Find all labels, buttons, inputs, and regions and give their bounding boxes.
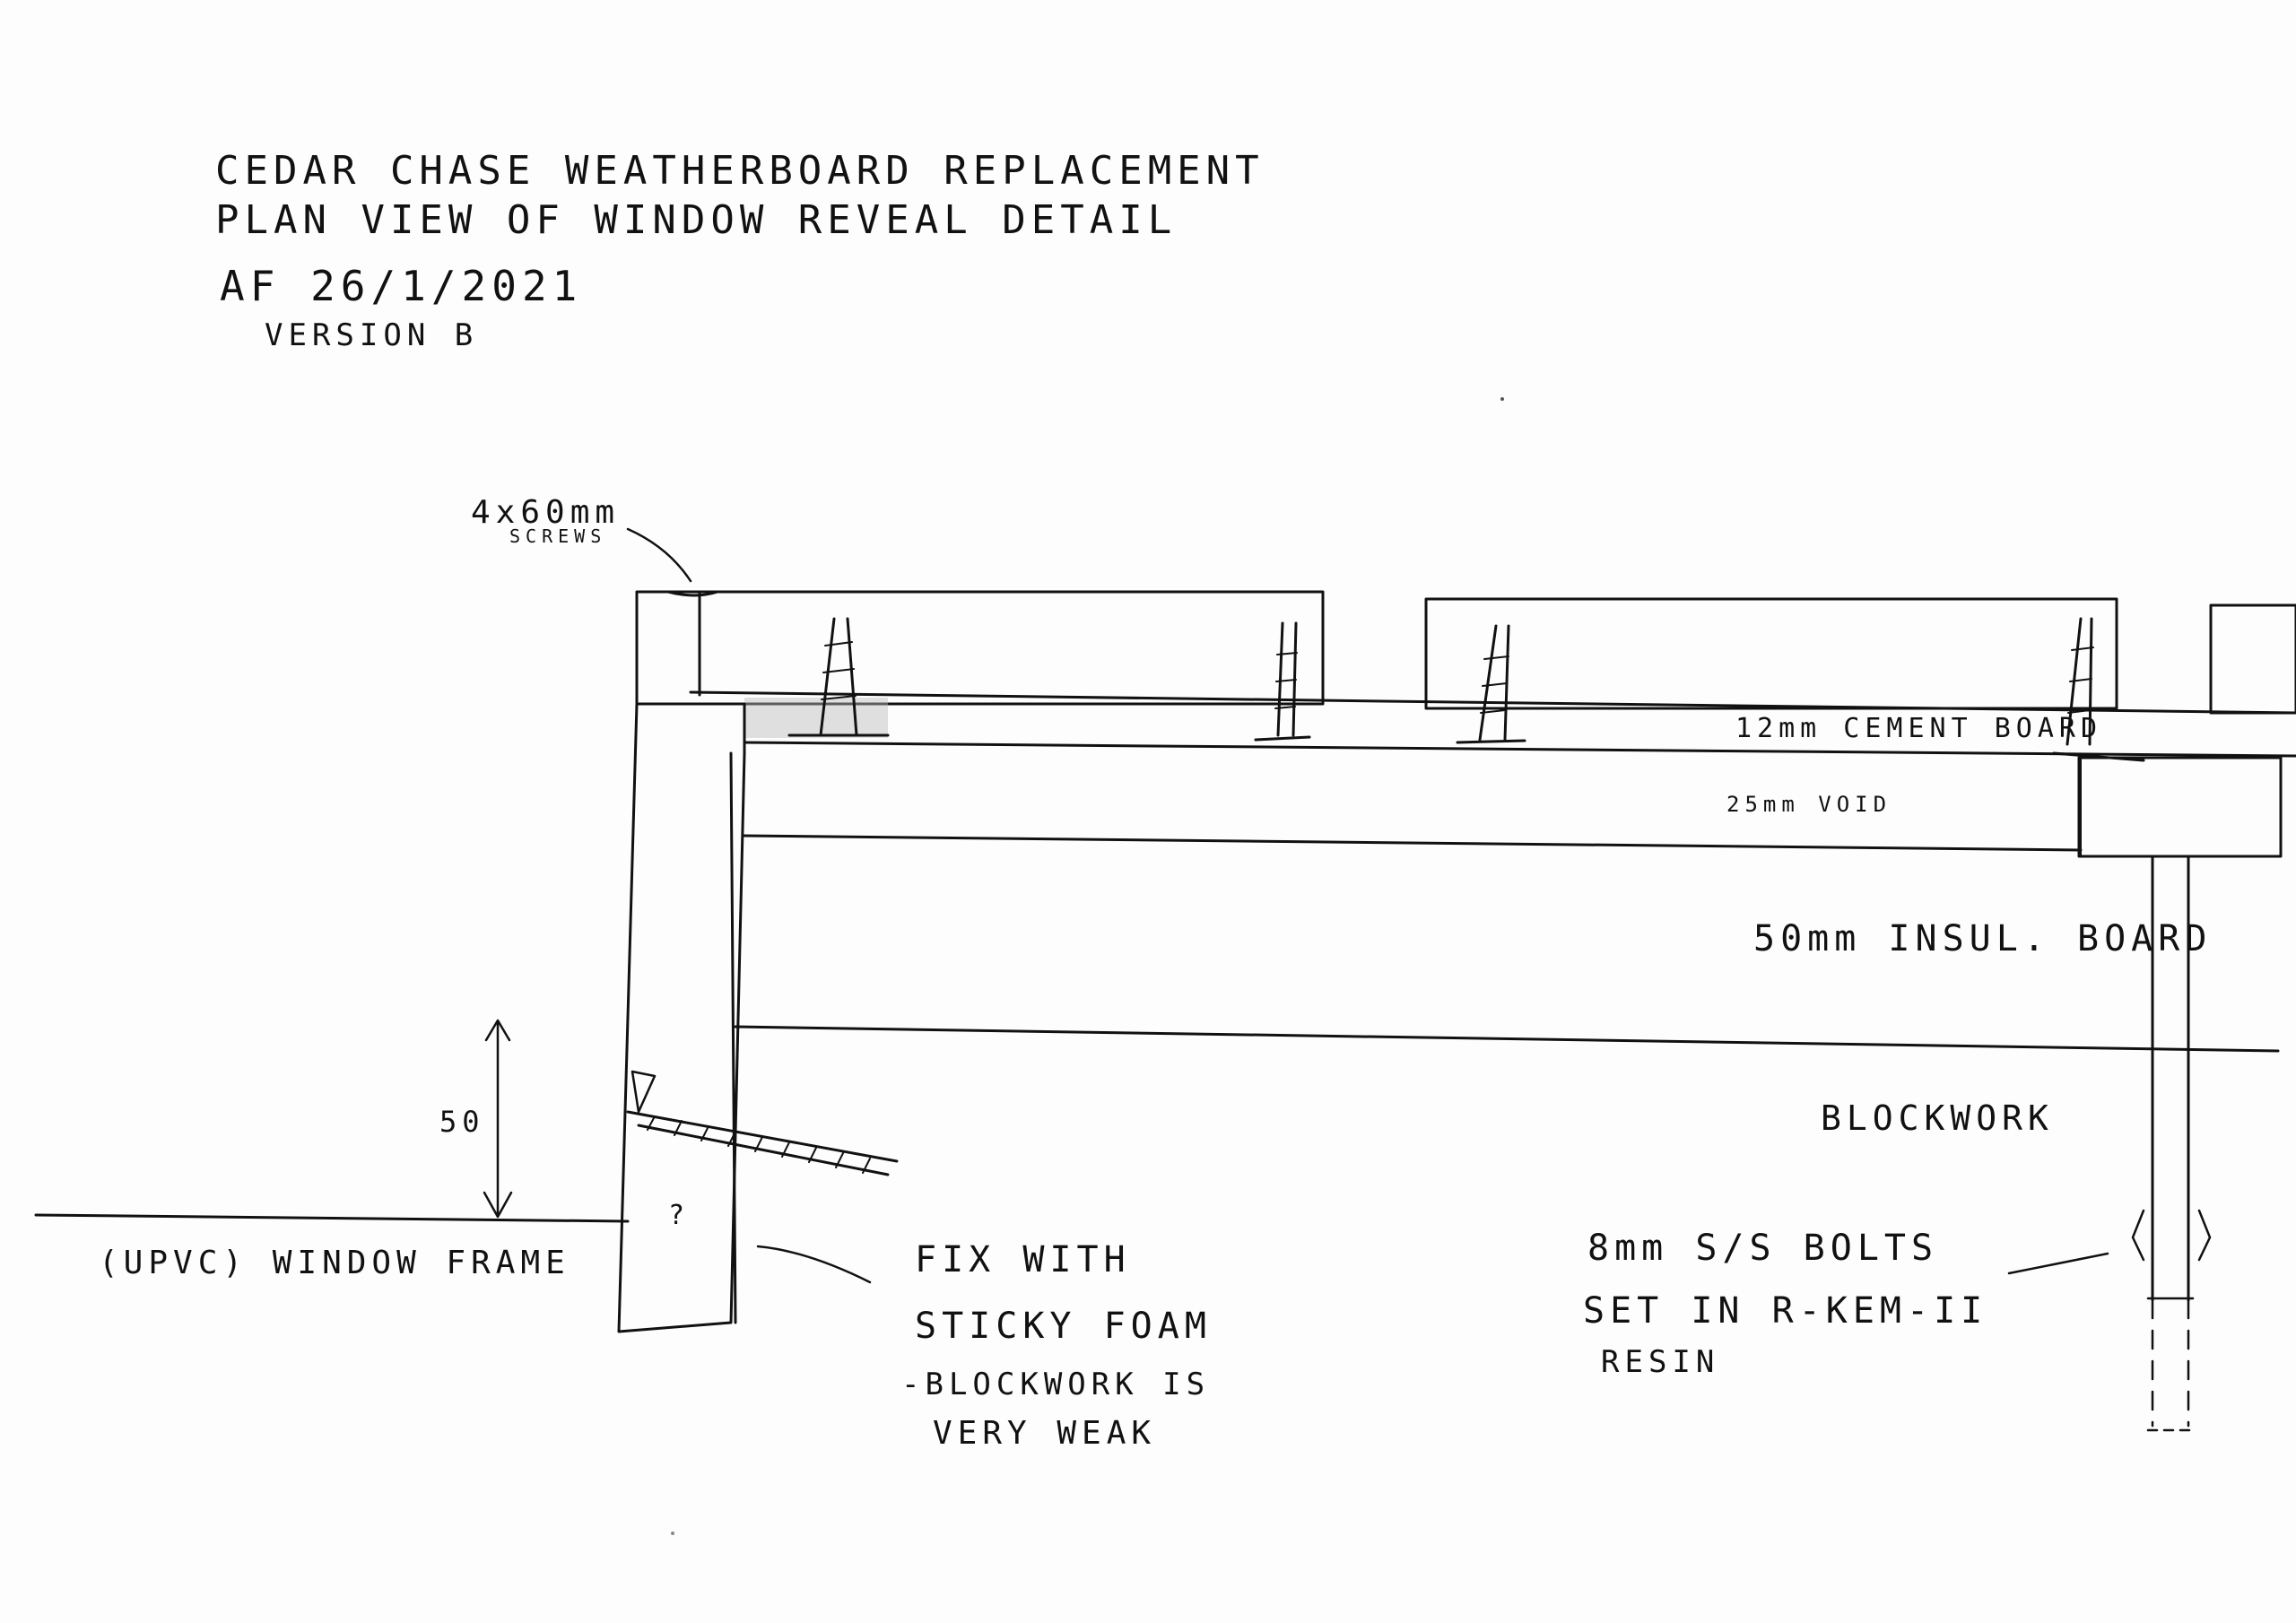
title-line-2: PLAN VIEW OF WINDOW REVEAL DETAIL — [215, 197, 1177, 243]
title-block: CEDAR CHASE WEATHERBOARD REPLACEMENT PLA… — [215, 148, 1265, 353]
bolt-shaft — [2131, 855, 2212, 1432]
fix-note-line-1: FIX WITH — [915, 1239, 1131, 1280]
question-mark: ? — [668, 1200, 690, 1231]
weatherboard-2 — [1424, 597, 2118, 710]
title-line-1: CEDAR CHASE WEATHERBOARD REPLACEMENT — [215, 148, 1265, 194]
screw-icon — [1456, 624, 1526, 744]
paper-speck — [671, 1532, 674, 1535]
cement-board-label: 12mm CEMENT BOARD — [1735, 713, 2102, 744]
weatherboard-3 — [2209, 603, 2296, 715]
wall-tie — [626, 1070, 899, 1176]
screws-sublabel: SCREWS — [509, 525, 606, 547]
layer-lines — [734, 755, 2280, 1053]
weatherboard-row — [635, 590, 2296, 715]
window-frame: (UPVC) WINDOW FRAME — [34, 1213, 630, 1281]
bolts-note-line-2: SET IN R-KEM-II — [1583, 1290, 1987, 1332]
bolts-note: 8mm S/S BOLTS SET IN R-KEM-II RESIN — [1583, 1228, 2109, 1380]
screw-icon — [666, 590, 719, 697]
window-frame-label: (UPVC) WINDOW FRAME — [99, 1245, 570, 1281]
screw-icon — [787, 617, 890, 737]
insulation-label: 50mm INSUL. BOARD — [1753, 918, 2212, 959]
paper-speck — [1500, 397, 1504, 401]
reveal-return — [617, 702, 746, 1333]
bolts-note-line-3: RESIN — [1601, 1344, 1719, 1380]
batten-block — [2077, 756, 2283, 858]
screws-callout: 4x60mm SCREWS — [471, 494, 692, 583]
screws — [666, 590, 2145, 762]
fix-note: FIX WITH STICKY FOAM -BLOCKWORK IS VERY … — [756, 1239, 1212, 1452]
screw-icon — [1254, 621, 1311, 742]
cement-board — [689, 690, 2296, 758]
insulation-line — [734, 1025, 2280, 1053]
void-label: 25mm VOID — [1726, 792, 1892, 817]
fix-note-line-3: -BLOCKWORK IS — [901, 1367, 1210, 1402]
screw-icon — [2052, 617, 2145, 762]
title-version: VERSION B — [265, 317, 478, 353]
weatherboard-1 — [635, 590, 1325, 706]
fix-note-line-4: VERY WEAK — [933, 1415, 1156, 1452]
blockwork-label: BLOCKWORK — [1821, 1098, 2054, 1138]
dimension-50: 50 — [439, 1019, 513, 1219]
dimension-label: 50 — [439, 1105, 485, 1139]
title-date: AF 26/1/2021 — [220, 262, 582, 310]
fix-note-line-2: STICKY FOAM — [915, 1306, 1212, 1347]
void-line — [743, 834, 2083, 852]
bolts-note-line-1: 8mm S/S BOLTS — [1587, 1228, 1938, 1269]
screws-label: 4x60mm — [471, 494, 620, 531]
